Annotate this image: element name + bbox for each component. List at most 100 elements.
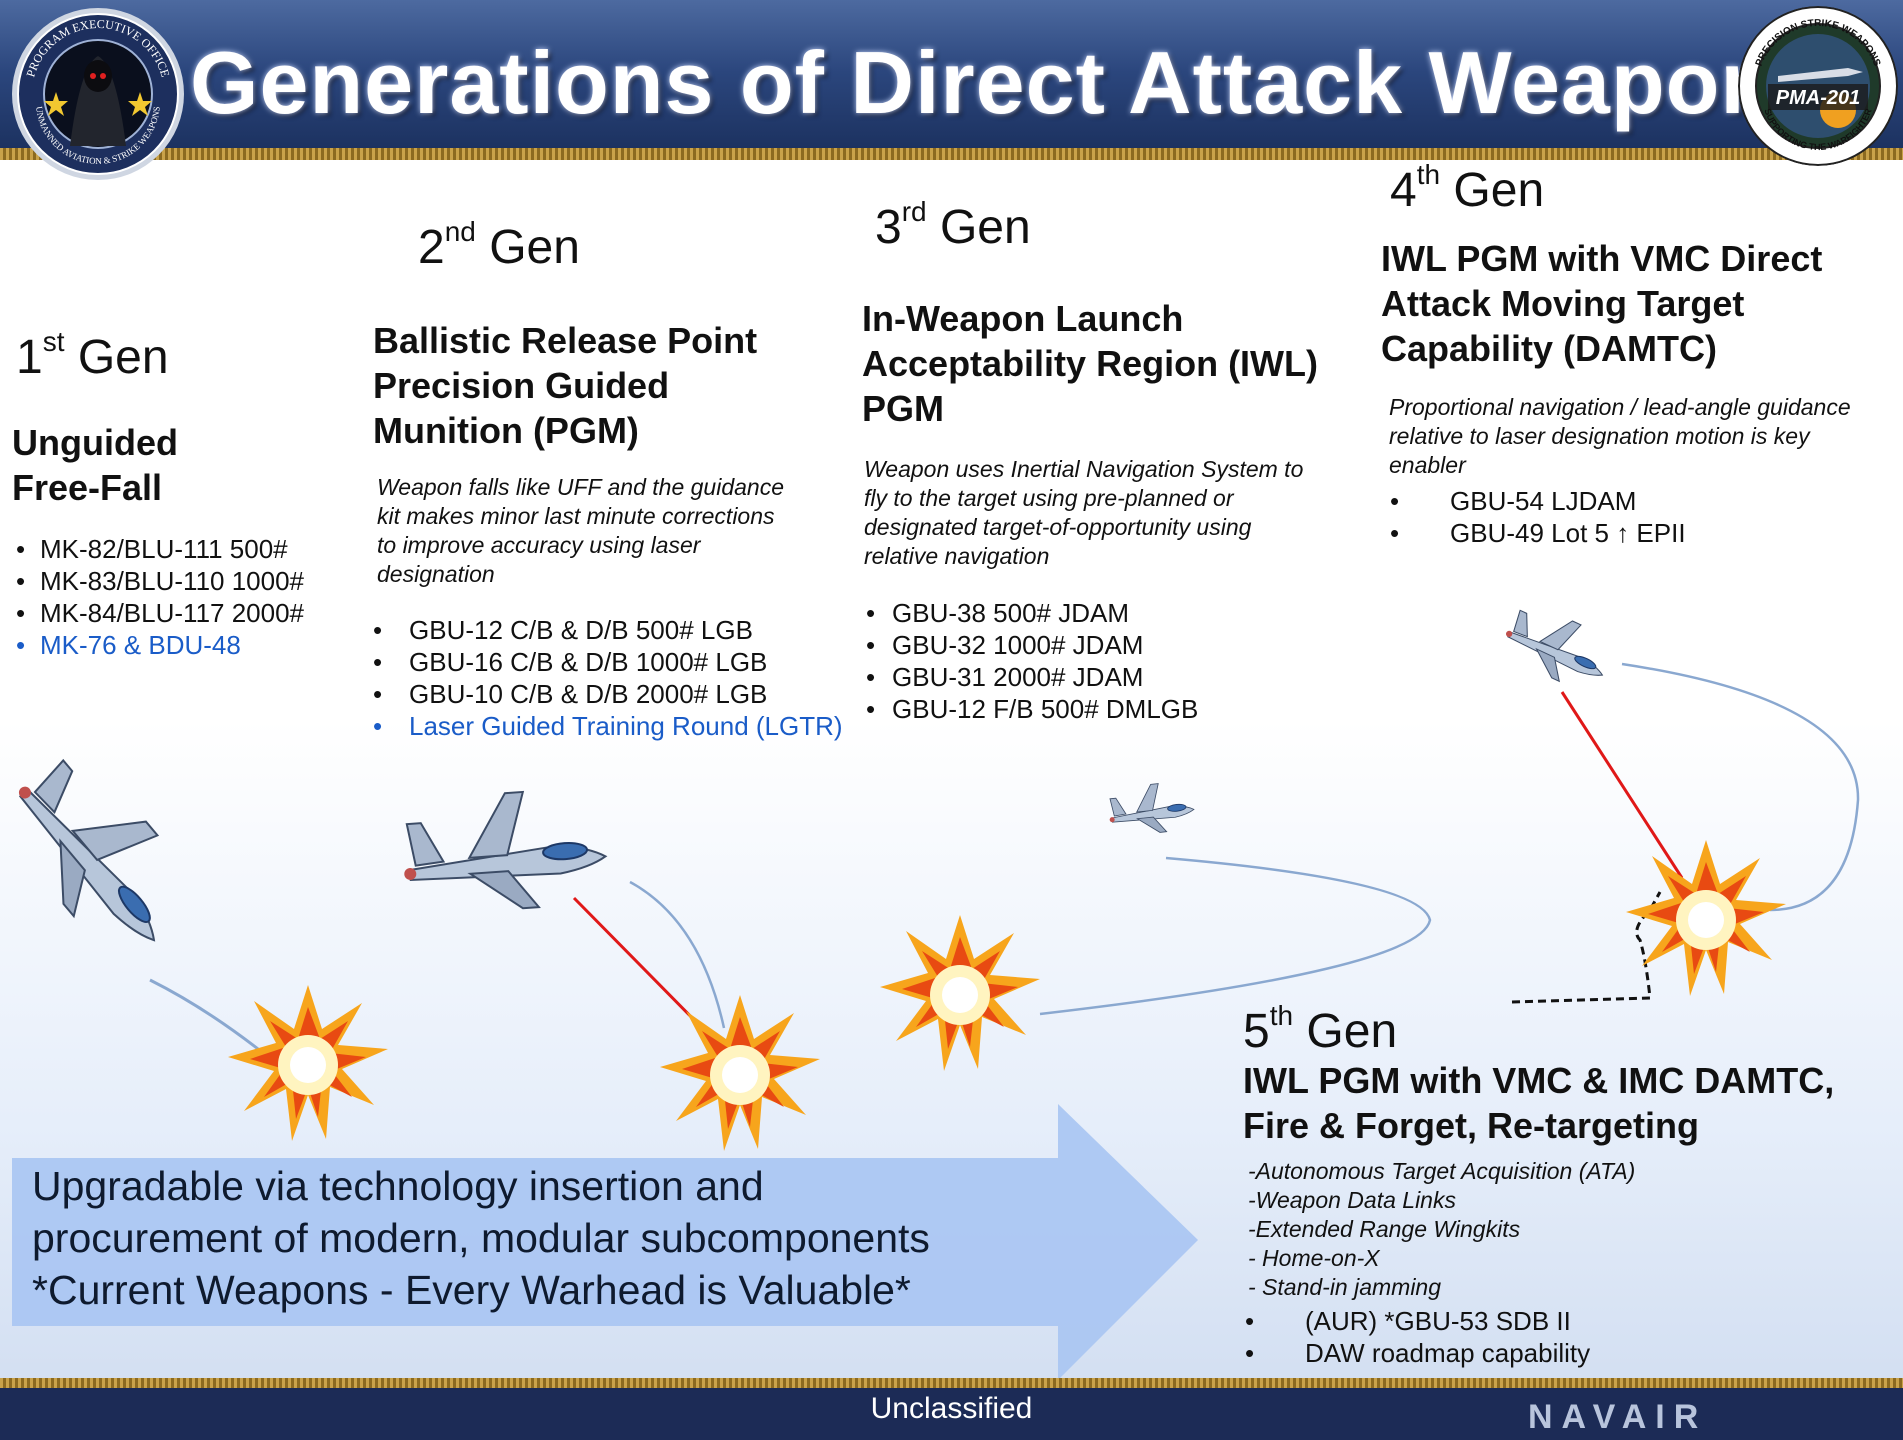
gen4-description: Proportional navigation / lead-angle gui…	[1389, 393, 1851, 480]
gen3-gen-label: Gen	[939, 201, 1031, 254]
gen5-title-line: Fire & Forget, Re-targeting	[1243, 1105, 1700, 1146]
gen5-heading: 5th Gen	[1243, 1002, 1398, 1059]
gen4-explosion	[1626, 840, 1786, 996]
title-banner	[0, 0, 1903, 160]
desc-line: Weapon uses Inertial Navigation System t…	[864, 456, 1304, 482]
gen4-title: IWL PGM with VMC Direct Attack Moving Ta…	[1381, 236, 1822, 371]
arrow-line: Upgradable via technology insertion and	[32, 1163, 764, 1209]
feature-item: -Autonomous Target Acquisition (ATA)	[1248, 1158, 1636, 1184]
gen5-bullet-list: •(AUR) *GBU-53 SDB II •DAW roadmap capab…	[1245, 1305, 1590, 1369]
gold-trim	[0, 148, 1903, 160]
arrow-line: procurement of modern, modular subcompon…	[32, 1215, 930, 1261]
gen1-explosion	[228, 985, 388, 1141]
gen1-bullet-list: •MK-82/BLU-111 500# •MK-83/BLU-110 1000#…	[16, 533, 304, 661]
gen2-explosion	[660, 995, 820, 1151]
gen5-number: 5	[1243, 1005, 1270, 1058]
desc-line: designated target-of-opportunity using	[864, 514, 1252, 540]
desc-line: Proportional navigation / lead-angle gui…	[1389, 394, 1851, 420]
list-item: •MK-83/BLU-110 1000#	[16, 566, 305, 596]
gen3-ordinal: rd	[901, 196, 927, 227]
gen4-bullet-list: •GBU-54 LJDAM •GBU-49 Lot 5 ↑ EPII	[1390, 485, 1686, 549]
gen3-description: Weapon uses Inertial Navigation System t…	[864, 455, 1303, 571]
gen3-bullet-list: •GBU-38 500# JDAM •GBU-32 1000# JDAM •GB…	[866, 597, 1198, 725]
gen4-title-line: Capability (DAMTC)	[1381, 328, 1717, 369]
page-title: Generations of Direct Attack Weapons	[190, 33, 1826, 132]
gen3-bomb-trail	[1039, 856, 1432, 1016]
gen4-ordinal: th	[1416, 159, 1441, 190]
gen3-heading: 3rd Gen	[875, 198, 1031, 255]
gen3-aircraft	[1106, 779, 1197, 838]
gen2-bullet-list: •GBU-12 C/B & D/B 500# LGB •GBU-16 C/B &…	[373, 614, 843, 742]
training-item: •MK-76 & BDU-48	[16, 630, 241, 660]
gen1-number: 1	[16, 331, 43, 384]
list-item: •GBU-32 1000# JDAM	[866, 630, 1144, 660]
gen4-number: 4	[1390, 164, 1417, 217]
gen1-aircraft	[0, 739, 209, 971]
feature-item: -Extended Range Wingkits	[1248, 1216, 1521, 1242]
feature-item: - Home-on-X	[1248, 1245, 1380, 1271]
feature-item: - Stand-in jamming	[1248, 1274, 1442, 1300]
desc-line: fly to the target using pre-planned or	[864, 485, 1234, 511]
list-item: •GBU-16 C/B & D/B 1000# LGB	[373, 647, 768, 677]
gen4-title-line: Attack Moving Target	[1381, 283, 1745, 324]
gen2-ordinal: nd	[444, 216, 476, 247]
gen3-title-line: PGM	[862, 388, 945, 429]
list-item: •MK-84/BLU-117 2000#	[16, 598, 305, 628]
gen1-heading: 1st Gen	[16, 328, 169, 385]
classification-label: Unclassified	[870, 1392, 1033, 1425]
gen2-aircraft	[398, 785, 610, 918]
list-item: •(AUR) *GBU-53 SDB II	[1245, 1306, 1571, 1336]
gen5-title: IWL PGM with VMC & IMC DAMTC, Fire & For…	[1243, 1058, 1834, 1148]
gen3-number: 3	[875, 201, 902, 254]
gen2-description: Weapon falls like UFF and the guidance k…	[377, 473, 784, 589]
gen4-title-line: IWL PGM with VMC Direct	[1381, 238, 1823, 279]
gen4-gen-label: Gen	[1453, 164, 1545, 217]
training-item: •Laser Guided Training Round (LGTR)	[373, 711, 843, 741]
gen1-ordinal: st	[42, 326, 65, 357]
list-item: •GBU-12 F/B 500# DMLGB	[866, 694, 1199, 724]
gen4-target-path	[1511, 891, 1662, 1004]
gen4-heading: 4th Gen	[1390, 161, 1545, 218]
list-item: •GBU-31 2000# JDAM	[866, 662, 1144, 692]
list-item: •GBU-12 C/B & D/B 500# LGB	[373, 615, 753, 645]
peo-seal-logo: PROGRAM EXECUTIVE OFFICE UNMANNED AVIATI…	[10, 6, 186, 182]
pma201-seal-logo: PMA-201 PRECISION STRIKE WEAPONS SUPPORT…	[1738, 6, 1898, 166]
gen4-bomb-trail	[1621, 662, 1860, 912]
gen5-ordinal: th	[1269, 1000, 1294, 1031]
gen1-bomb-trail	[149, 978, 273, 1062]
gen1-gen-label: Gen	[77, 331, 169, 384]
gen5-gen-label: Gen	[1306, 1005, 1398, 1058]
desc-line: designation	[377, 561, 495, 587]
gen1-title: Unguided Free-Fall	[12, 420, 178, 510]
arrow-message: Upgradable via technology insertion and …	[32, 1160, 1072, 1316]
desc-line: kit makes minor last minute corrections	[377, 503, 775, 529]
gen2-title-line: Ballistic Release Point	[373, 320, 758, 361]
gen3-title-line: Acceptability Region (IWL)	[862, 343, 1319, 384]
gen2-number: 2	[418, 221, 445, 274]
desc-line: to improve accuracy using laser	[377, 532, 701, 558]
list-item: •DAW roadmap capability	[1245, 1338, 1591, 1368]
list-item: •GBU-49 Lot 5 ↑ EPII	[1390, 518, 1686, 548]
progression-arrow	[12, 1104, 1198, 1380]
desc-line: relative navigation	[864, 543, 1050, 569]
list-item: •GBU-54 LJDAM	[1390, 486, 1637, 516]
gen5-title-line: IWL PGM with VMC & IMC DAMTC,	[1243, 1060, 1835, 1101]
list-item: •GBU-10 C/B & D/B 2000# LGB	[373, 679, 768, 709]
gen5-feature-list: -Autonomous Target Acquisition (ATA) -We…	[1248, 1157, 1635, 1302]
desc-line: relative to laser designation motion is …	[1389, 423, 1810, 449]
gen2-bomb-trail	[629, 880, 726, 1029]
pma201-label: PMA-201	[1776, 87, 1860, 109]
gen2-title: Ballistic Release Point Precision Guided…	[373, 318, 757, 453]
list-item: •GBU-38 500# JDAM	[866, 598, 1129, 628]
gen1-title-line: Unguided	[12, 422, 178, 463]
gen4-aircraft	[1496, 597, 1619, 698]
gen4-laser	[1560, 691, 1684, 879]
gen2-title-line: Precision Guided	[373, 365, 670, 406]
feature-item: -Weapon Data Links	[1248, 1187, 1456, 1213]
gen1-title-line: Free-Fall	[12, 467, 163, 508]
gen2-title-line: Munition (PGM)	[373, 410, 639, 451]
list-item: •MK-82/BLU-111 500#	[16, 534, 288, 564]
gen2-gen-label: Gen	[489, 221, 580, 274]
footer-bar	[0, 1378, 1903, 1440]
